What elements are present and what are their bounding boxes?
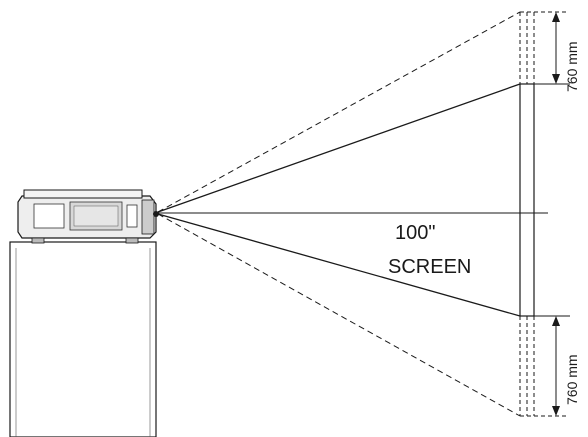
screen-lower-offset — [519, 316, 566, 417]
top-offset-label: 760 mm — [564, 41, 580, 92]
ray-top-solid — [157, 83, 521, 213]
ray-top-dashed — [157, 11, 521, 213]
projection-rays — [157, 11, 548, 417]
ray-bottom-solid — [157, 213, 521, 317]
projector — [17, 189, 159, 244]
projector-stand — [9, 241, 157, 437]
screen — [519, 11, 570, 417]
screen-size-label: 100" — [395, 222, 436, 244]
bottom-offset-label: 760 mm — [564, 354, 580, 405]
screen-name-label: SCREEN — [388, 256, 472, 278]
screen-upper-offset — [519, 11, 566, 84]
dimension-arrow-top — [552, 12, 560, 84]
dimension-arrow-bottom — [552, 316, 560, 416]
screen-panel — [519, 83, 535, 317]
ray-bottom-dashed — [157, 213, 521, 417]
